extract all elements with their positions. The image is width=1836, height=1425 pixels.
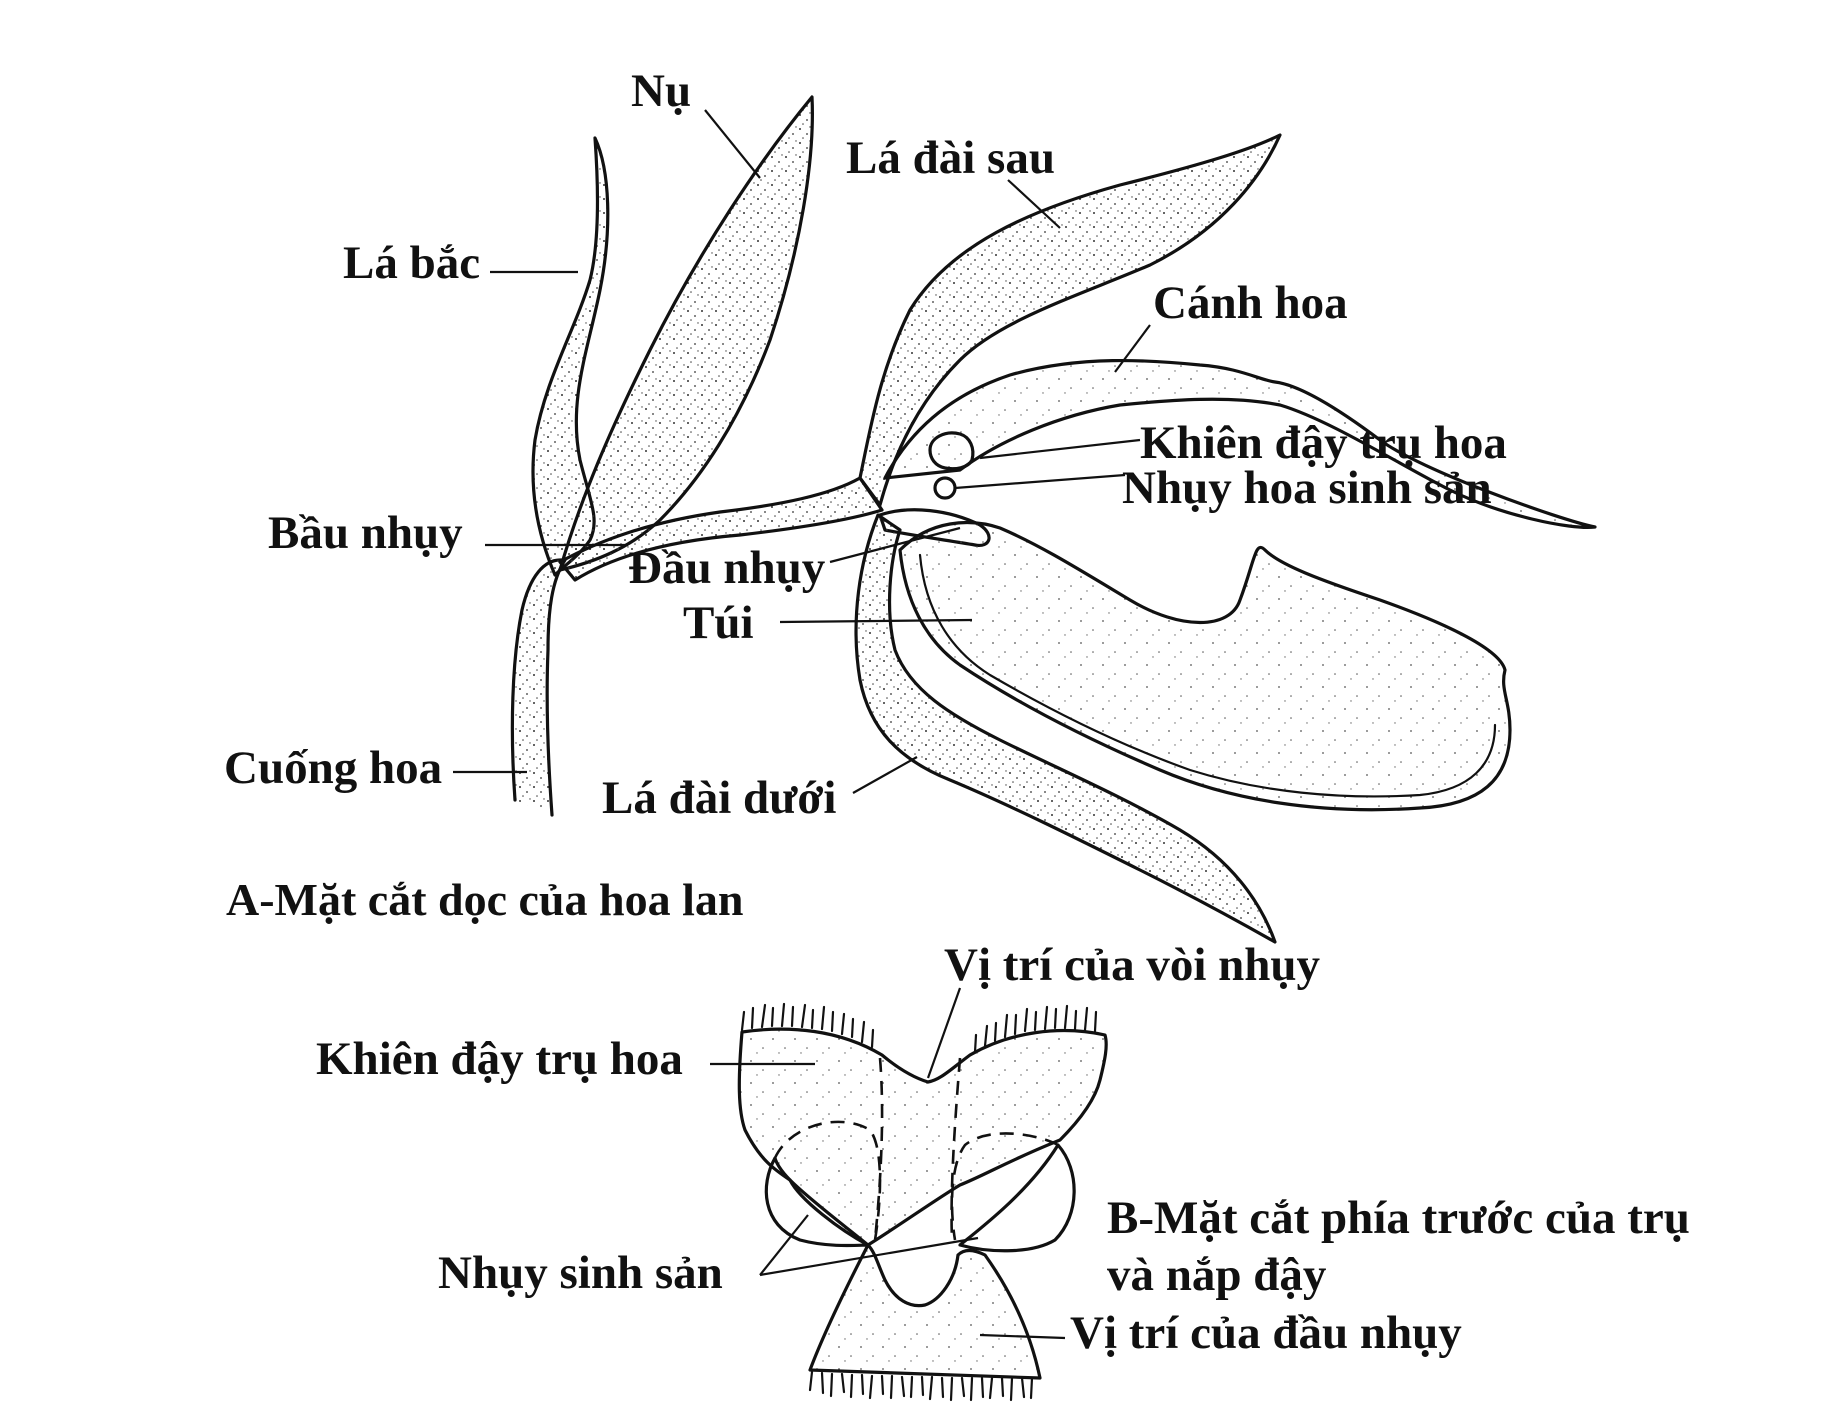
label-la-bac: Lá bắc <box>343 237 481 289</box>
column-shield-shape <box>928 431 975 471</box>
lower-sepal-shape <box>854 513 1277 944</box>
label-canh-hoa: Cánh hoa <box>1153 277 1348 329</box>
label-vi-tri-voi-nhuy: Vị trí của vòi nhụy <box>944 939 1321 991</box>
column-dashed-left <box>873 1057 884 1241</box>
fertile-pistil-dot <box>933 476 957 500</box>
caption-figure-b-line1: B-Mặt cắt phía trước của trụ <box>1107 1192 1690 1244</box>
label-nhuy-sinh-san: Nhụy sinh sản <box>438 1247 723 1299</box>
pouch-shape <box>898 521 1512 812</box>
stigma-lower-shape <box>808 1243 1042 1380</box>
label-cuong-hoa: Cuống hoa <box>224 742 443 794</box>
ovary-shape <box>558 476 884 582</box>
caption-figure-a: A-Mặt cắt dọc của hoa lan <box>226 874 744 925</box>
leader-nhuy-hoa <box>954 473 1126 490</box>
leader-nu <box>704 109 761 179</box>
fringe-top-right <box>973 1004 1098 1054</box>
dorsal-sepal-shape <box>858 133 1282 507</box>
petal-shape <box>883 358 1597 529</box>
label-khien-day-tru-hoa-b: Khiên đậy trụ hoa <box>316 1033 683 1085</box>
leader-tui <box>779 618 973 624</box>
leader-dau-nhuy <box>829 526 961 564</box>
leader-nhuy-sinh-san-b <box>759 1236 979 1277</box>
figure-b-drawing <box>710 987 1108 1402</box>
pollinium-right-dashed <box>950 1132 1059 1241</box>
label-la-dai-sau: Lá đài sau <box>846 132 1055 184</box>
leader-nhuy-sinh-san-a <box>759 1214 809 1276</box>
figure-a-drawing <box>453 95 1597 944</box>
column-dashed-right <box>950 1057 962 1241</box>
label-bau-nhuy: Bầu nhụy <box>268 507 463 559</box>
pouch-inner-line <box>918 553 1497 798</box>
bud-shape <box>558 95 814 572</box>
label-khien-day-tru-hoa-a: Khiên đậy trụ hoa <box>1140 417 1507 469</box>
label-dau-nhuy: Đầu nhụy <box>628 542 826 594</box>
pollinium-right-shape <box>958 1143 1076 1253</box>
leader-vi-tri-dau-nhuy <box>979 1333 1066 1340</box>
flower-stalk-shape <box>510 558 567 817</box>
fringe-top-left <box>740 1002 875 1049</box>
label-nu: Nụ <box>631 65 692 117</box>
leader-la-dai-sau <box>1007 179 1061 229</box>
leader-khien-day <box>979 438 1141 460</box>
label-vi-tri-dau-nhuy: Vị trí của đầu nhụy <box>1070 1307 1462 1359</box>
leader-la-dai-duoi <box>852 756 918 794</box>
fringe-bottom <box>808 1370 1034 1402</box>
label-la-dai-duoi: Lá đài dưới <box>602 772 837 824</box>
leader-vi-tri-voi-nhuy <box>926 987 962 1079</box>
caption-figure-b-line2: và nắp đậy <box>1107 1249 1327 1301</box>
label-nhuy-hoa-sinh-san: Nhụy hoa sinh sản <box>1122 462 1492 514</box>
leader-canh-hoa <box>1114 324 1151 373</box>
label-tui: Túi <box>683 597 754 649</box>
column-shield-b-shape <box>737 1027 1108 1247</box>
pollinium-left-dashed <box>773 1120 882 1241</box>
